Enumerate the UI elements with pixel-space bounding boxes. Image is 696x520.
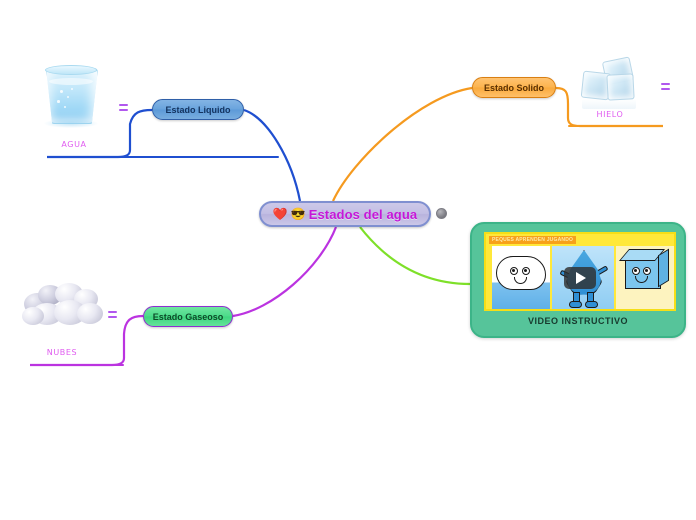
video-caption: VIDEO INSTRUCTIVO <box>527 316 628 326</box>
branch-node-liquido-label: Estado Liquido <box>165 104 231 115</box>
cloud-eye <box>510 267 518 275</box>
video-panel-ice-cube <box>616 246 674 309</box>
glass-water-surface <box>49 78 93 85</box>
leaf-caption-agua: AGUA <box>61 140 87 149</box>
branch-node-liquido[interactable]: Estado Liquido <box>152 99 244 120</box>
cloud-body <box>496 256 546 290</box>
ice-reflection <box>582 99 636 109</box>
branch-node-gaseoso[interactable]: Estado Gaseoso <box>143 306 233 327</box>
droplet-foot <box>585 301 598 308</box>
cartoon-cloud-icon <box>496 256 546 290</box>
leaf-caption-nubes: NUBES <box>46 348 78 357</box>
ice-cube-eye <box>632 267 640 275</box>
cloud-eye <box>522 267 530 275</box>
water-bubble <box>60 90 63 93</box>
central-node-label: Estados del agua <box>308 206 418 222</box>
hamburger-icon-liquido[interactable] <box>119 104 128 111</box>
ice-cube-side-face <box>658 248 669 288</box>
glass-rim-shape <box>45 65 97 75</box>
ice-cube-eye <box>643 267 651 275</box>
branch-node-solido-label: Estado Solido <box>483 82 544 93</box>
sunglasses-face-icon: 😎 <box>290 207 306 221</box>
ice-cube-shape <box>606 73 635 101</box>
video-overlay-title: PEQUES APRENDEN JUGANDO <box>489 236 577 244</box>
cloud-puff <box>22 307 44 325</box>
leaf-agua-image[interactable] <box>40 62 102 134</box>
glass-body-shape <box>46 68 98 124</box>
hamburger-icon-solido[interactable] <box>661 83 670 90</box>
branch-node-solido[interactable]: Estado Solido <box>472 77 556 98</box>
leaf-underline-hielo <box>568 125 663 127</box>
water-bubble <box>57 100 60 103</box>
heart-icon: ❤️ <box>272 207 288 221</box>
leaf-underline-nubes <box>30 364 124 366</box>
leaf-nubes-image[interactable] <box>22 283 106 331</box>
branch-node-gaseoso-label: Estado Gaseoso <box>152 311 224 322</box>
central-node[interactable]: ❤️ 😎 Estados del agua <box>259 201 431 227</box>
leaf-caption-hielo: HIELO <box>596 110 624 119</box>
play-button[interactable] <box>564 267 596 289</box>
water-bubble <box>64 106 66 108</box>
play-triangle-icon <box>576 272 586 284</box>
water-bubble <box>71 88 73 90</box>
leaf-hielo-image[interactable] <box>576 56 642 110</box>
hamburger-icon-gaseoso[interactable] <box>108 311 117 318</box>
glass-shadow <box>44 119 98 128</box>
video-screen[interactable]: PEQUES APRENDEN JUGANDO <box>484 232 676 311</box>
leaf-underline-agua <box>47 156 279 158</box>
video-card[interactable]: PEQUES APRENDEN JUGANDO <box>470 222 686 338</box>
collapse-toggle-icon[interactable] <box>436 208 447 219</box>
water-bubble <box>67 96 69 98</box>
cloud-puff <box>77 303 103 324</box>
droplet-foot <box>569 301 582 308</box>
video-panel-cloud <box>492 246 550 309</box>
